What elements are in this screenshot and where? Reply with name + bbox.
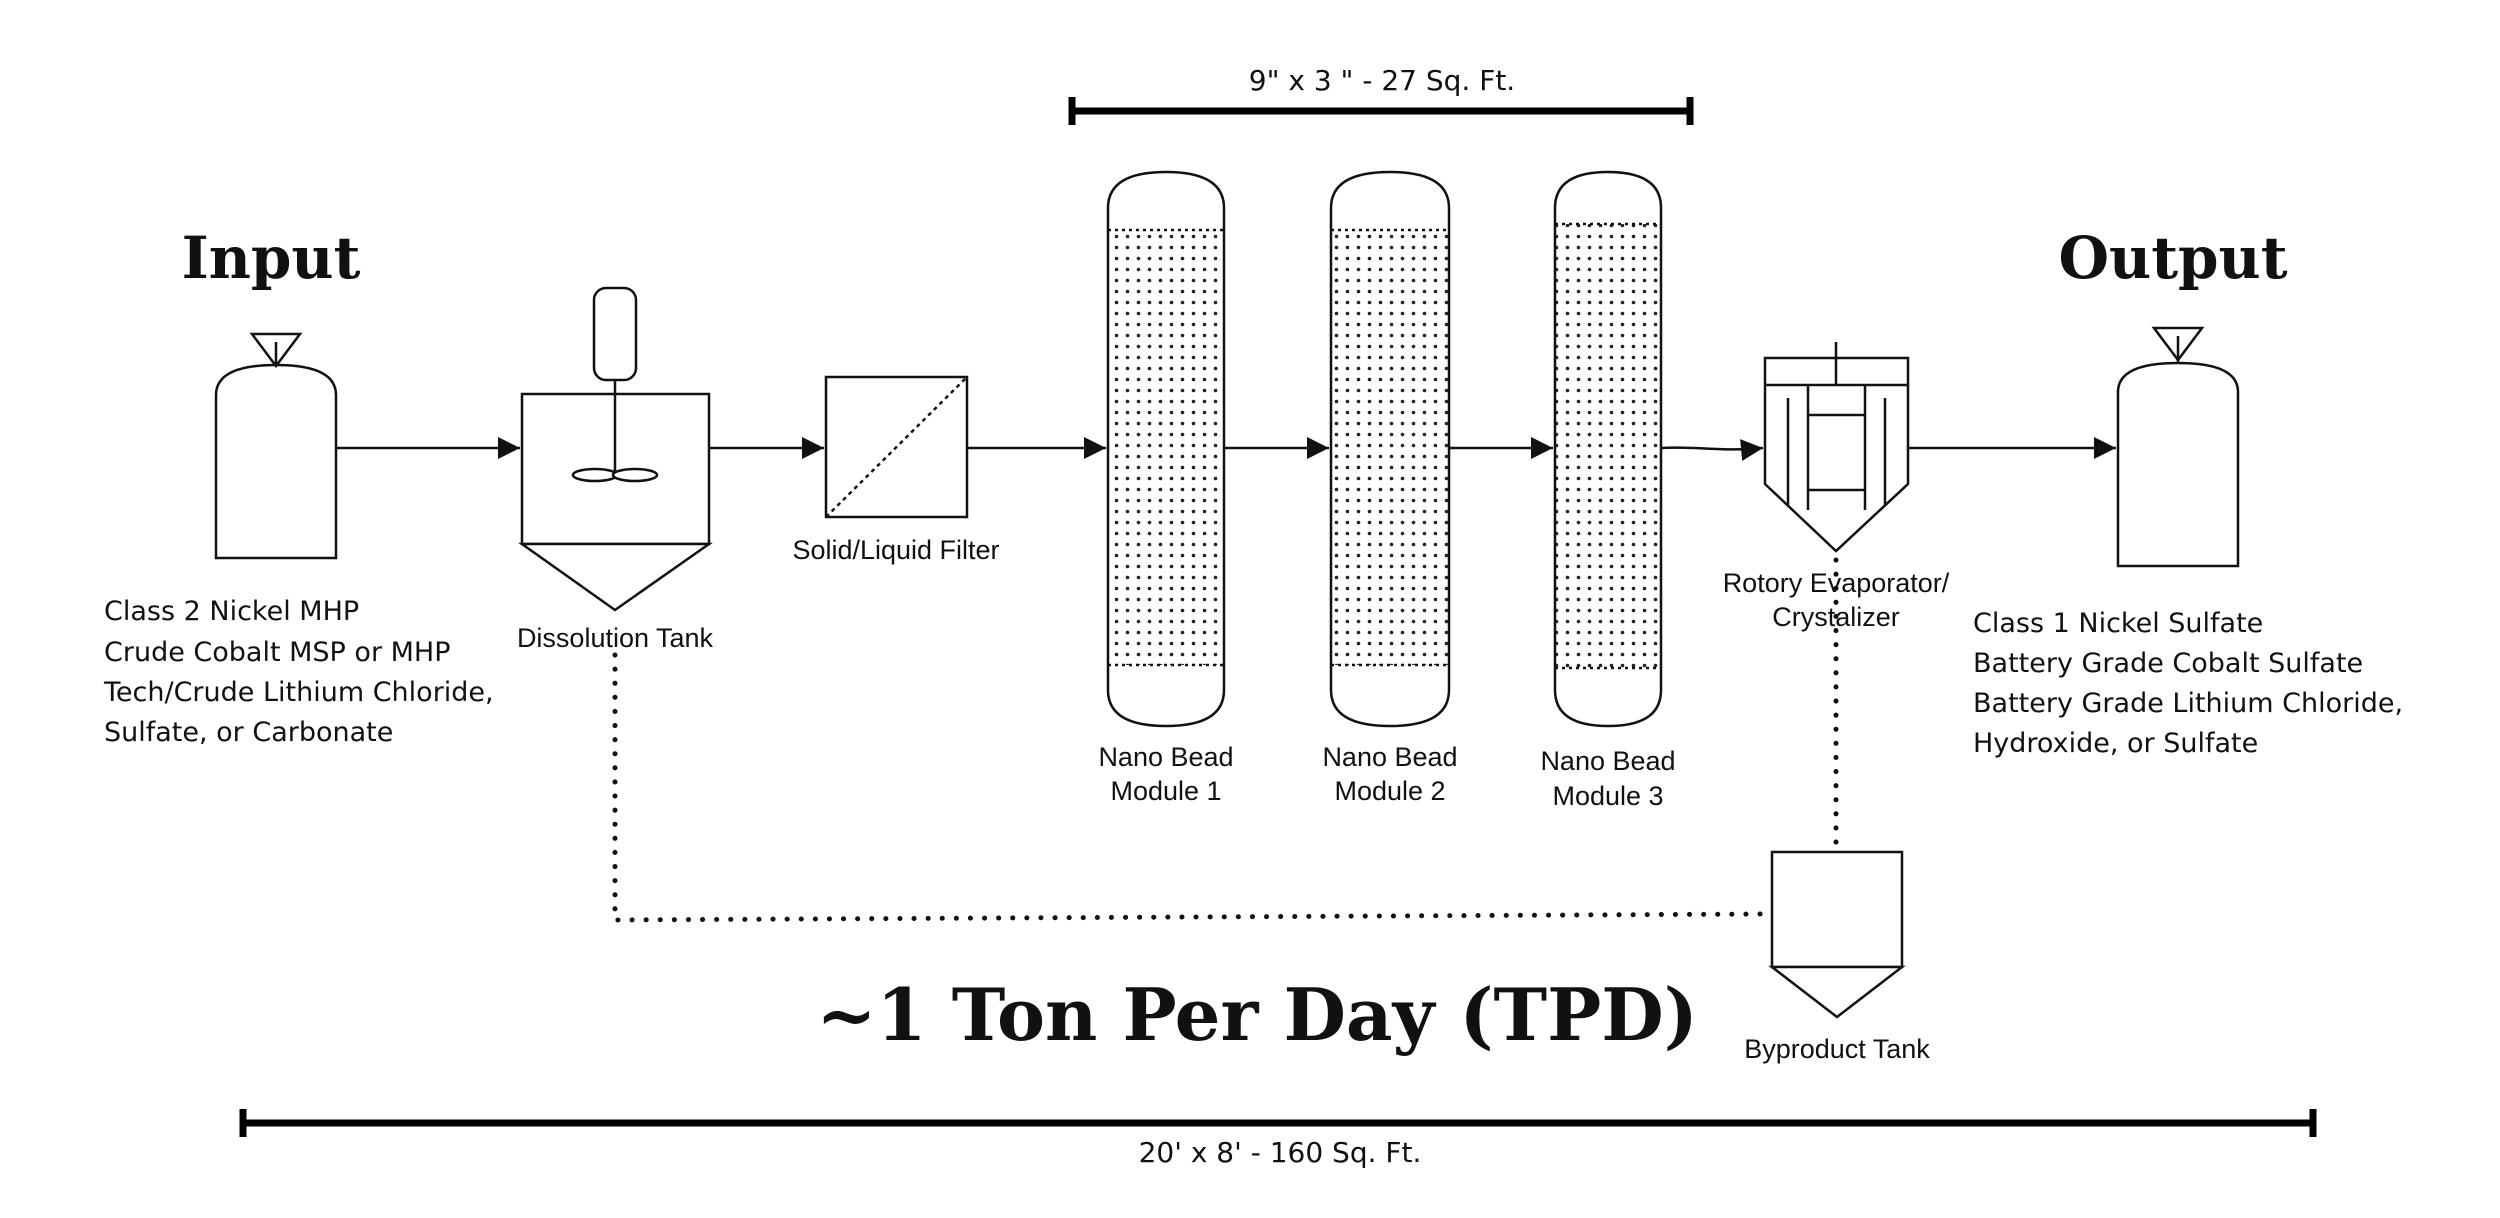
nano-bead-module-2 [1329, 170, 1451, 728]
dissolution-tank [518, 286, 713, 612]
output-material: Hydroxide, or Sulfate [1973, 728, 2258, 759]
solid-liquid-filter [824, 375, 969, 519]
agitator-motor-icon [592, 286, 638, 382]
output-material: Battery Grade Cobalt Sulfate [1973, 648, 2363, 679]
module-2-label-line2: Module 2 [1334, 776, 1445, 806]
bottom-dimension-bar [239, 1109, 2317, 1137]
module-2-label-line1: Nano Bead [1322, 742, 1457, 772]
nano-bead-module-3 [1553, 170, 1663, 728]
module-3-label-line1: Nano Bead [1540, 746, 1675, 776]
input-material: Tech/Crude Lithium Chloride, [103, 677, 494, 708]
input-heading: Input [182, 224, 361, 292]
evaporator-label-line1: Rotory Evaporator/ [1723, 568, 1950, 598]
input-material: Class 2 Nickel MHP [104, 596, 359, 627]
rotory-evaporator [1763, 342, 1910, 553]
process-flow-lines [336, 437, 2116, 461]
bottom-dimension-label: 20' x 8' - 160 Sq. Ft. [1139, 1136, 1422, 1169]
capacity-headline: ~1 Ton Per Day (TPD) [816, 972, 1698, 1057]
dissolution-tank-label: Dissolution Tank [517, 623, 714, 653]
top-dimension-bar [1068, 97, 1694, 125]
input-material: Sulfate, or Carbonate [104, 717, 393, 748]
module-1-label-line2: Module 1 [1110, 776, 1221, 806]
flow-arrow [1660, 439, 1764, 461]
nano-bead-module-1 [1106, 170, 1226, 728]
byproduct-tank [1768, 850, 1906, 1019]
module-3-label-line2: Module 3 [1552, 781, 1663, 811]
output-vessel [2116, 326, 2240, 568]
input-material: Crude Cobalt MSP or MHP [104, 637, 451, 668]
output-material: Battery Grade Lithium Chloride, [1973, 688, 2403, 719]
input-materials-list: Class 2 Nickel MHP Crude Cobalt MSP or M… [103, 596, 494, 748]
filter-label: Solid/Liquid Filter [792, 535, 999, 565]
output-material: Class 1 Nickel Sulfate [1973, 608, 2263, 639]
output-heading: Output [2059, 224, 2288, 292]
module-1-label-line1: Nano Bead [1098, 742, 1233, 772]
top-dimension-label: 9" x 3 " - 27 Sq. Ft. [1249, 64, 1515, 97]
evaporator-label-line2: Crystalizer [1772, 602, 1900, 632]
byproduct-tank-label: Byproduct Tank [1744, 1034, 1930, 1064]
input-vessel [214, 332, 338, 560]
output-materials-list: Class 1 Nickel Sulfate Battery Grade Cob… [1973, 608, 2403, 759]
agitator-impeller-icon [571, 467, 619, 483]
